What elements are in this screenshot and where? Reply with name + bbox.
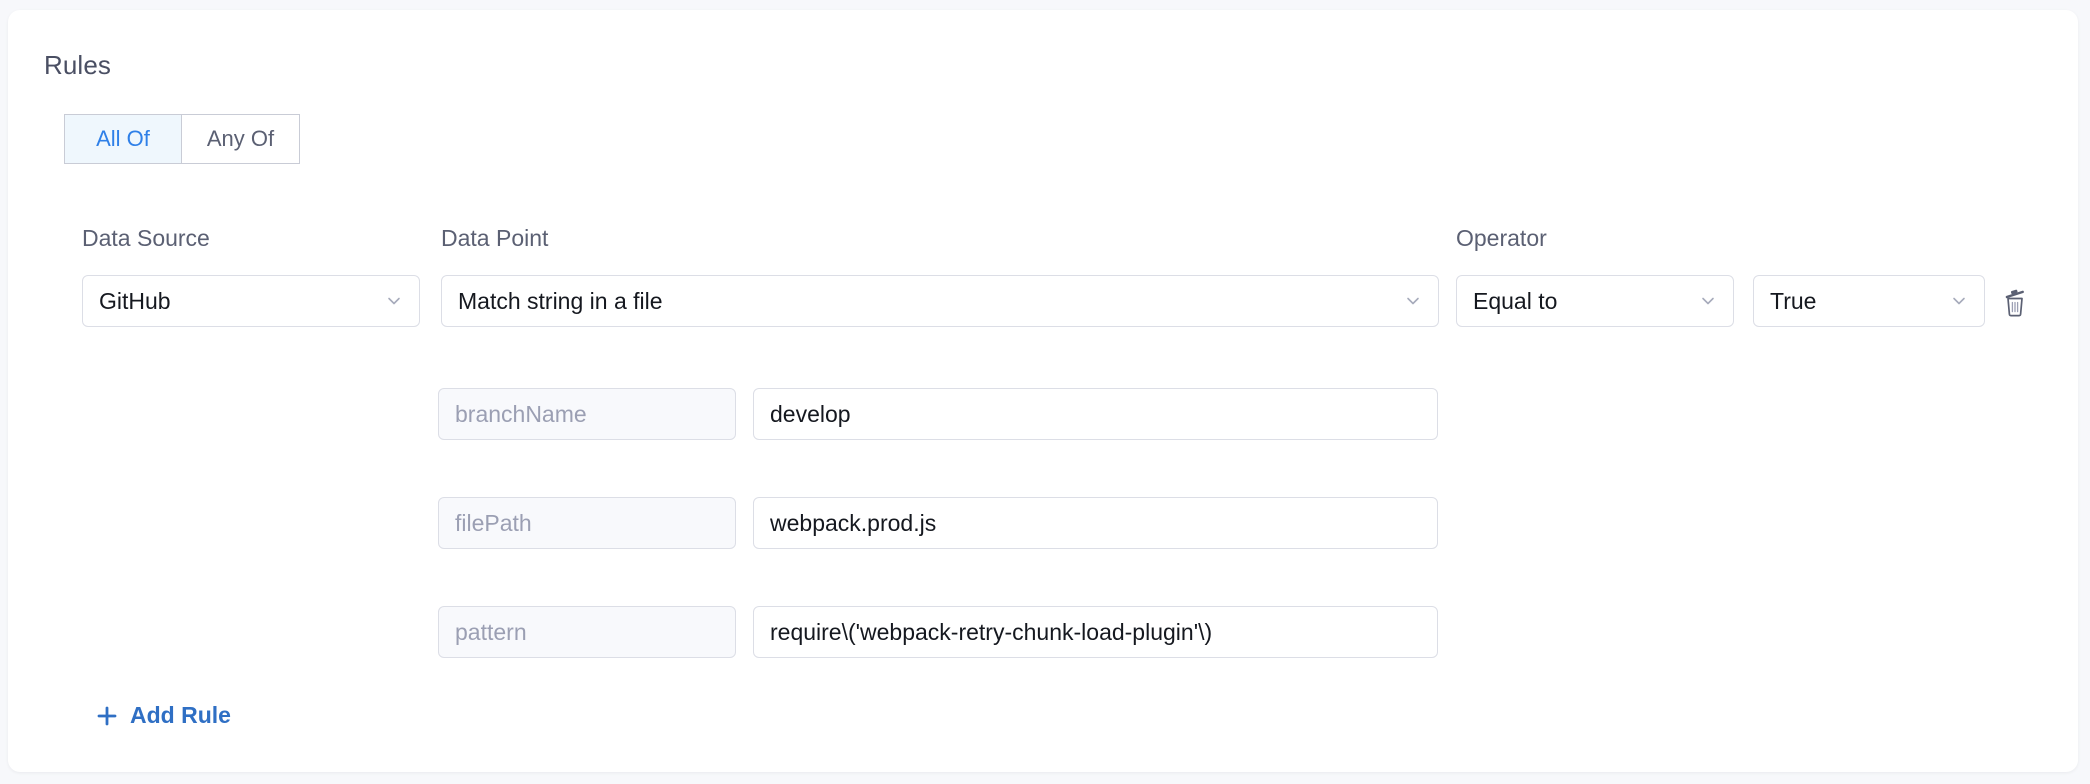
toggle-all-of[interactable]: All Of	[64, 114, 182, 164]
data-source-value: GitHub	[99, 287, 171, 314]
operator-value: Equal to	[1473, 287, 1558, 314]
toggle-any-of[interactable]: Any Of	[182, 114, 300, 164]
trash-icon	[2000, 286, 2030, 318]
parameter-value-pattern[interactable]: require\('webpack-retry-chunk-load-plugi…	[753, 606, 1438, 658]
column-label-operator: Operator	[1456, 225, 1547, 251]
column-label-data-source: Data Source	[82, 225, 210, 251]
add-rule-button[interactable]: Add Rule	[96, 702, 231, 729]
chevron-down-icon	[1404, 292, 1422, 310]
data-source-select[interactable]: GitHub	[82, 275, 420, 327]
parameter-value-branchname[interactable]: develop	[753, 388, 1438, 440]
operator-select[interactable]: Equal to	[1456, 275, 1734, 327]
plus-icon	[96, 705, 118, 727]
rules-panel: Rules All Of Any Of Data Source Data Poi…	[8, 10, 2078, 772]
operand-select[interactable]: True	[1753, 275, 1985, 327]
operand-value: True	[1770, 287, 1817, 314]
parameter-key-pattern: pattern	[438, 606, 736, 658]
match-type-toggle: All Of Any Of	[64, 114, 300, 164]
data-point-value: Match string in a file	[458, 287, 663, 314]
chevron-down-icon	[1950, 292, 1968, 310]
chevron-down-icon	[1699, 292, 1717, 310]
parameter-value-filepath[interactable]: webpack.prod.js	[753, 497, 1438, 549]
column-label-data-point: Data Point	[441, 225, 549, 251]
delete-rule-button[interactable]	[1995, 282, 2035, 322]
parameter-key-branchname: branchName	[438, 388, 736, 440]
parameter-key-filepath: filePath	[438, 497, 736, 549]
add-rule-label: Add Rule	[130, 702, 231, 728]
page-title: Rules	[44, 50, 111, 80]
data-point-select[interactable]: Match string in a file	[441, 275, 1439, 327]
chevron-down-icon	[385, 292, 403, 310]
